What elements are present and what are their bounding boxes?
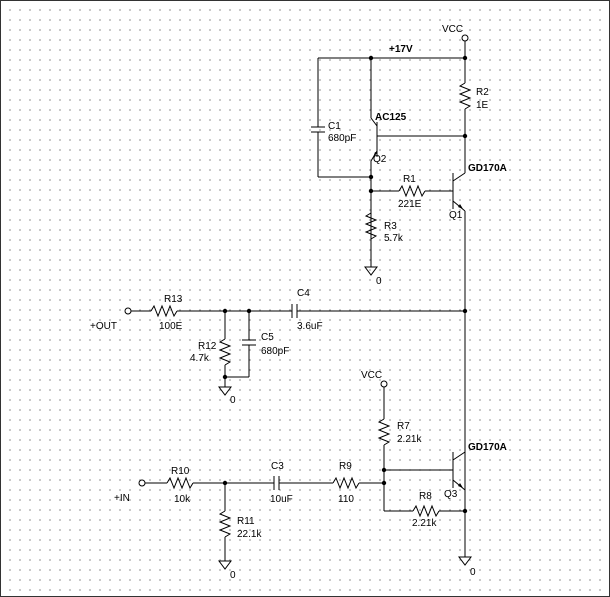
r11-ref: R11 (237, 516, 255, 527)
ground-r3-label: 0 (376, 276, 382, 287)
r13-resistor (150, 304, 292, 318)
r8-ref: R8 (419, 491, 432, 502)
vcc-mid-rail (380, 380, 388, 419)
q1-transistor (452, 172, 466, 557)
r2-value: 1E (476, 100, 489, 111)
r10-resistor (166, 476, 274, 490)
junction (368, 174, 374, 180)
r3-value: 5.7k (384, 233, 404, 244)
r7-value: 2.21k (397, 434, 422, 445)
q2-part: AC125 (375, 112, 407, 123)
vcc-mid-label: VCC (361, 370, 382, 381)
c1-capacitor (311, 58, 371, 178)
r11-value: 22.1k (237, 529, 262, 540)
r10-value: 10k (174, 494, 191, 505)
ground-main-label: 0 (470, 567, 476, 578)
r3-ref: R3 (384, 221, 397, 232)
q1-part: GD170A (468, 163, 507, 174)
out-port (124, 307, 151, 315)
in-port (138, 479, 167, 487)
r8-value: 2.21k (412, 518, 437, 529)
c4-value: 3.6uF (297, 321, 323, 332)
c1-ref: C1 (328, 121, 341, 132)
r3-resistor (364, 212, 378, 240)
ground-main (458, 556, 472, 566)
ground-r11 (218, 560, 232, 570)
r9-resistor (332, 476, 384, 490)
r7-ref: R7 (397, 421, 410, 432)
r10-ref: R10 (171, 466, 190, 477)
r1-value: 221E (398, 199, 422, 210)
c5-capacitor (225, 311, 256, 378)
r2-resistor (458, 58, 472, 173)
c4-ref: C4 (297, 288, 310, 299)
in-port-label: +IN (114, 493, 130, 504)
ground-r11-label: 0 (230, 570, 236, 581)
r9-value: 110 (338, 494, 354, 505)
r7-resistor (377, 418, 391, 511)
r8-resistor (384, 504, 465, 518)
out-port-label: +OUT (90, 321, 117, 332)
c4-capacitor (291, 304, 465, 318)
r1-ref: R1 (403, 174, 416, 185)
c5-value: 680pF (261, 346, 289, 357)
r9-ref: R9 (339, 461, 352, 472)
supply-17v-label: +17V (389, 44, 413, 55)
r1-resistor (371, 184, 453, 198)
c1-value: 680pF (328, 133, 356, 144)
q1-ref: Q1 (449, 210, 463, 221)
r13-ref: R13 (164, 294, 183, 305)
q3-part: GD170A (468, 442, 507, 453)
q3-transistor (384, 451, 466, 491)
c3-capacitor (273, 476, 333, 490)
q2-ref: Q2 (373, 154, 387, 165)
ground-r12-label: 0 (230, 395, 236, 406)
r12-value: 4.7k (190, 353, 210, 364)
r11-resistor (218, 483, 232, 561)
r12-ref: R12 (198, 341, 217, 352)
vcc-top-label: VCC (442, 24, 463, 35)
c3-value: 10uF (270, 494, 293, 505)
c3-ref: C3 (271, 461, 284, 472)
ground-r3 (364, 266, 378, 276)
q3-ref: Q3 (444, 489, 458, 500)
supply-rail-17v (318, 34, 469, 59)
r2-ref: R2 (476, 87, 489, 98)
r13-value: 100E (159, 321, 183, 332)
ground-r12 (218, 386, 232, 396)
vcc-top-pin (461, 34, 469, 42)
c5-ref: C5 (261, 332, 274, 343)
